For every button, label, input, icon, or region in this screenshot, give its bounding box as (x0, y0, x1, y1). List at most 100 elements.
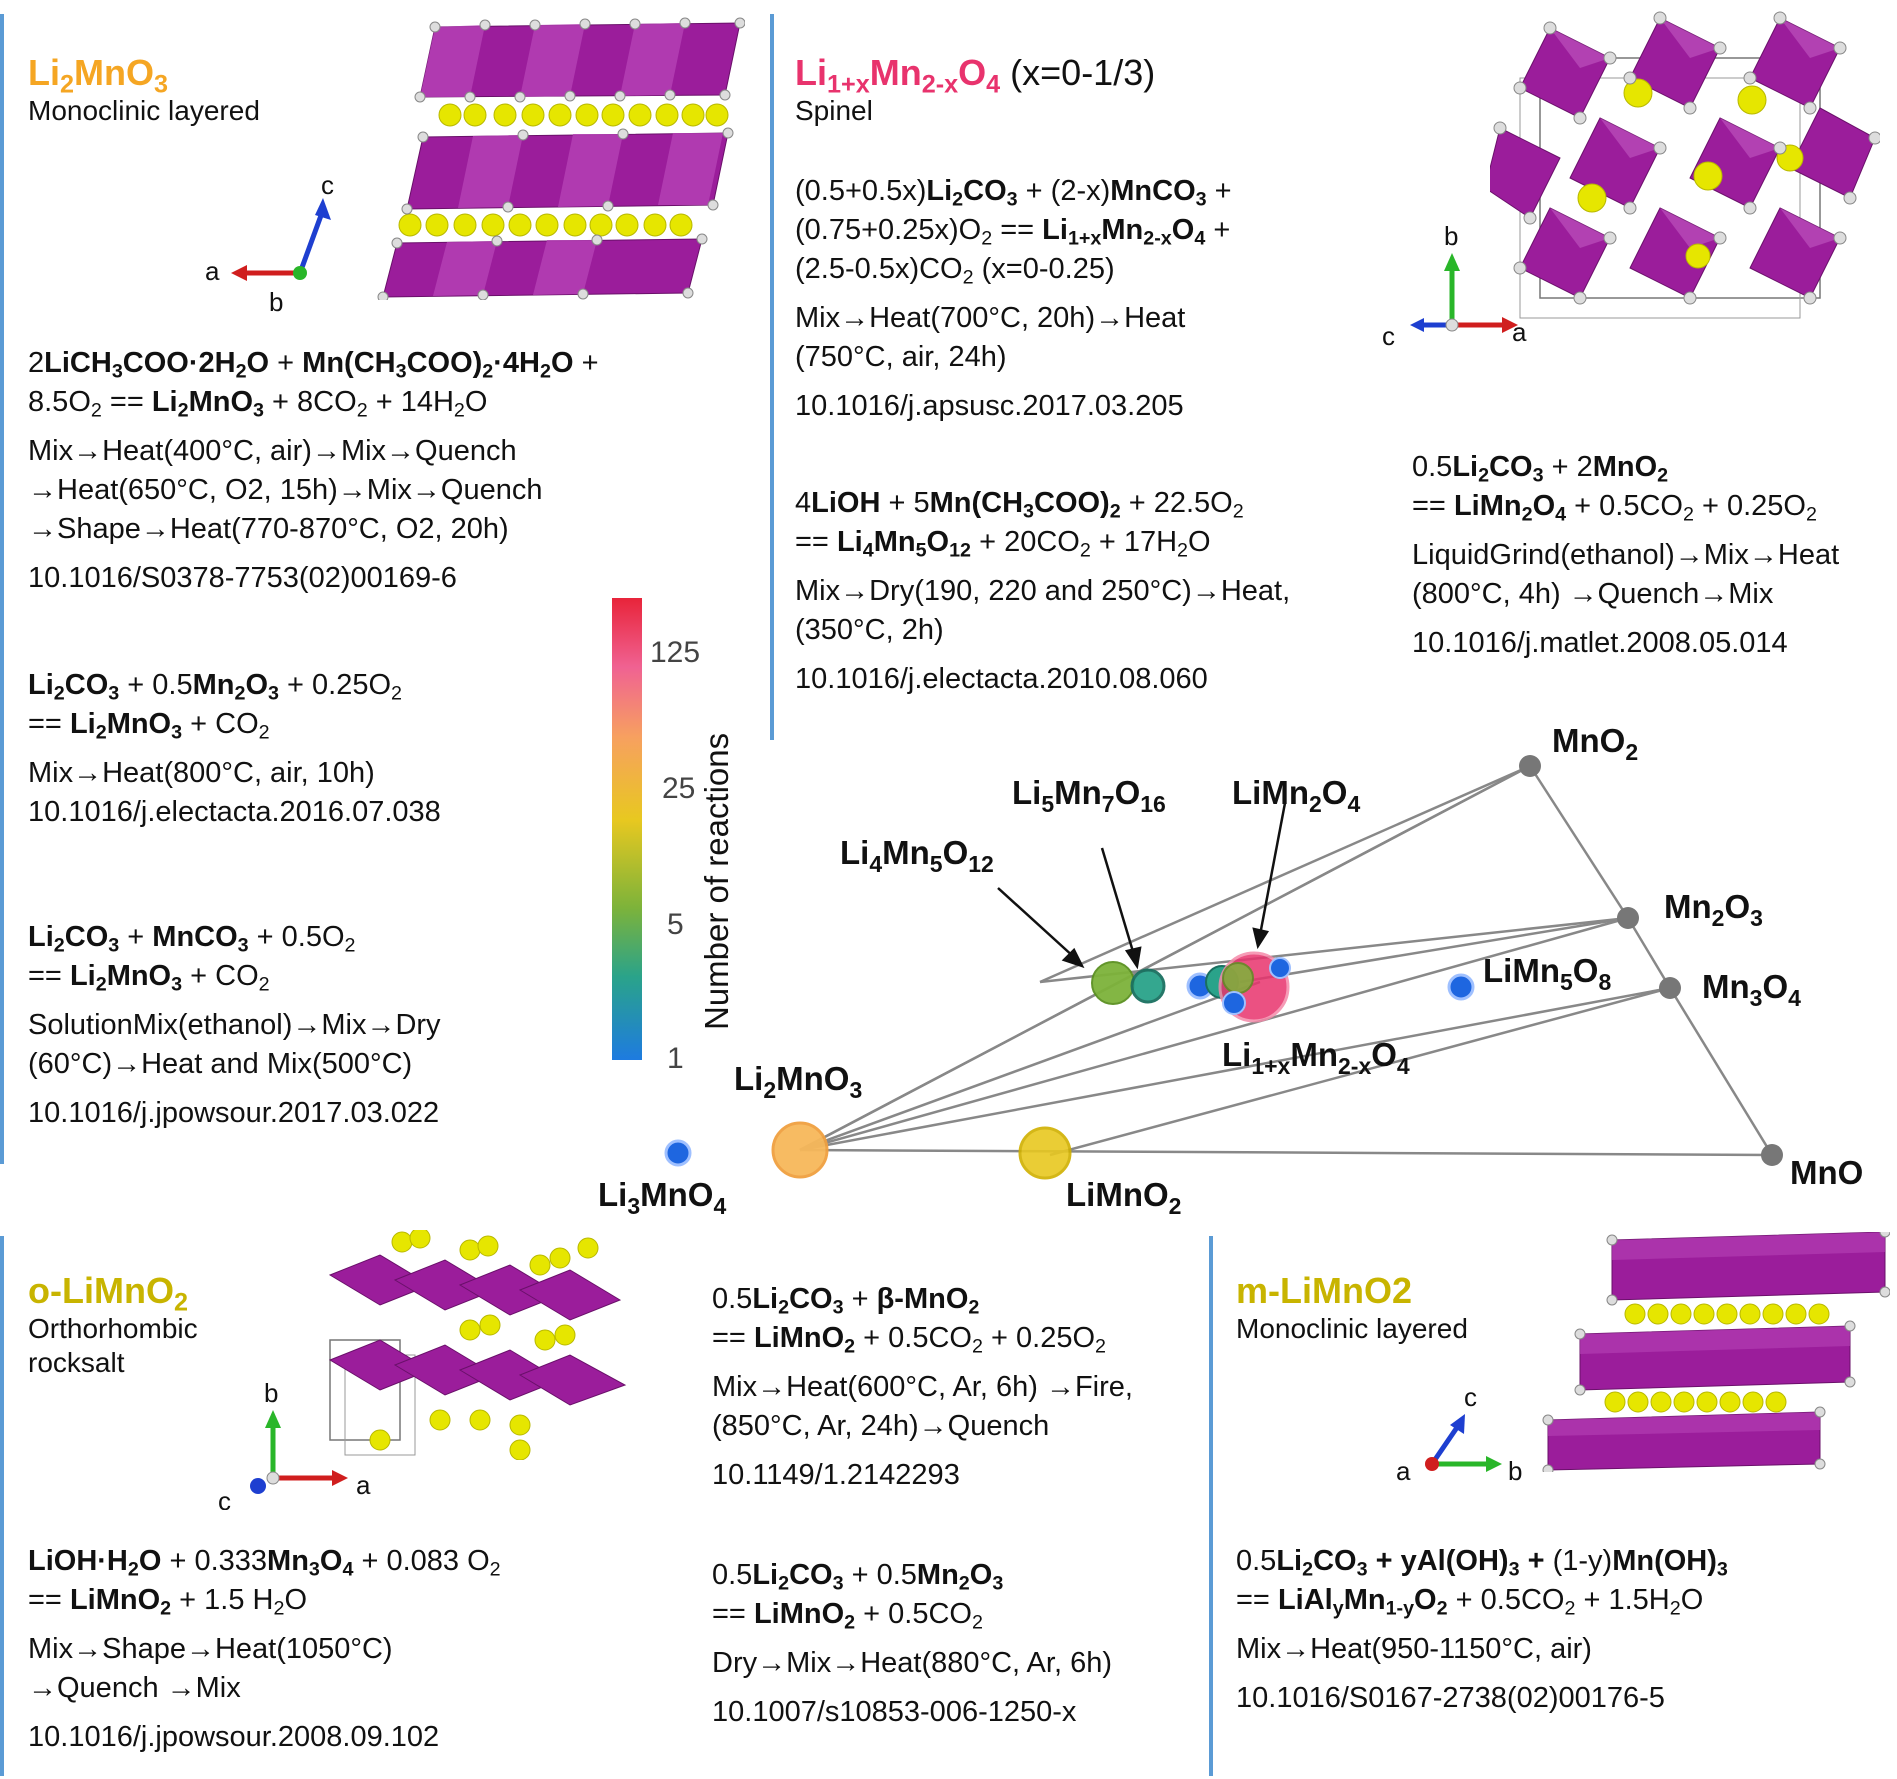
reaction-doi: 10.1007/s10853-006-1250-x (712, 1696, 1077, 1728)
mlimno2-subtitle: Monoclinic layered (1236, 1313, 1468, 1344)
li2mno3-reaction-3: Li2CO3 + MnCO3 + 0.5O2 == Li2MnO3 + CO2 … (28, 918, 441, 1133)
limn5o8-point (1447, 973, 1475, 1001)
mlimno2-axis-a-label: a (1396, 1456, 1411, 1486)
divider-right-bottom (1209, 1236, 1213, 1776)
li1xmn2xo4-label: Li1+xMn2-xO4 (1222, 1036, 1410, 1079)
reaction-procedure: Mix→Heat(950-1150°C, air) (1236, 1633, 1592, 1665)
spinel-axis-c-label: c (1382, 321, 1395, 351)
li2mno3-header: Li2MnO3 Monoclinic layered (28, 52, 260, 128)
reaction-equation-line: == LiMn2O4 + 0.5CO2 + 0.25O2 (1412, 490, 1817, 526)
reaction-equation-line: (0.75+0.25x)O2 == Li1+xMn2-xO4 + (795, 214, 1231, 250)
mn2o3-vertex (1617, 907, 1639, 929)
mno2-vertex (1519, 755, 1541, 777)
li2mno3-axis-b-label: b (269, 287, 283, 317)
reaction-equation-line: 4LiOH + 5Mn(CH3COO)2 + 22.5O2 (795, 487, 1244, 523)
reaction-doi: 10.1149/1.2142293 (712, 1459, 960, 1491)
reaction-procedure: LiquidGrind(ethanol)→Mix→Heat(800°C, 4h)… (1412, 539, 1840, 610)
reaction-equation-line: == LiAlyMn1-yO2 + 0.5CO2 + 1.5H2O (1236, 1584, 1704, 1620)
li5mn7o16-point (1130, 968, 1166, 1004)
olimno2-subtitle-2: rocksalt (28, 1347, 125, 1378)
reaction-equation-line: (2.5-0.5x)CO2 (x=0-0.25) (795, 253, 1115, 289)
mlimno2-octahedra-faces (1548, 1232, 1885, 1436)
mlimno2-header: m-LiMnO2 Monoclinic layered (1236, 1270, 1468, 1346)
reaction-equation-line: LiOH·H2O + 0.333Mn3O4 + 0.083 O2 (28, 1545, 501, 1581)
arrows (997, 802, 1287, 970)
reaction-equation-line: == LiMnO2 + 0.5CO2 + 0.25O2 (712, 1322, 1106, 1358)
li2mno3-subtitle: Monoclinic layered (28, 95, 260, 126)
spinel-cluster-point (1222, 962, 1254, 994)
colorbar-tick-label: 125 (650, 636, 701, 669)
divider-left-bottom (0, 1236, 4, 1776)
li2mno3-octahedra-layer-3 (382, 238, 703, 298)
colorbar-tick-label: 1 (667, 1042, 684, 1075)
olimno2-structure-image (328, 1230, 627, 1460)
reaction-equation-line: 0.5Li2CO3 + 2MnO2 (1412, 451, 1669, 487)
mno-label: MnO (1790, 1154, 1863, 1191)
mlimno2-title: m-LiMnO2 (1236, 1270, 1412, 1311)
reaction-doi: 10.1016/j.jpowsour.2008.09.102 (28, 1721, 440, 1753)
reaction-equation-line: Li2CO3 + MnCO3 + 0.5O2 (28, 921, 356, 957)
spinel-structure-image (1490, 11, 1880, 319)
spinel-reaction-2: 4LiOH + 5Mn(CH3COO)2 + 22.5O2 == Li4Mn5O… (795, 484, 1290, 699)
olimno2-li-atoms (369, 1230, 599, 1460)
reaction-doi: 10.1016/j.apsusc.2017.03.205 (795, 390, 1184, 422)
olimno2-octahedra (328, 1254, 627, 1406)
mlimno2-reaction-1: 0.5Li2CO3 + yAl(OH)3 + (1-y)Mn(OH)3 == L… (1236, 1542, 1728, 1718)
spinel-subtitle: Spinel (795, 95, 873, 126)
reaction-equation-line: 0.5Li2CO3 + yAl(OH)3 + (1-y)Mn(OH)3 (1236, 1545, 1728, 1581)
spinel-cluster-point (1222, 991, 1246, 1015)
colorbar-title: Number of reactions (698, 732, 735, 1030)
li2mno3-oxygen-atoms (377, 17, 745, 300)
reaction-procedure: Mix→Heat(400°C, air)→Mix→Quench→Heat(650… (28, 435, 543, 545)
li2mno3-structure-image (377, 17, 745, 300)
spinel-reaction-1: (0.5+0.5x)Li2CO3 + (2-x)MnCO3 + (0.75+0.… (795, 172, 1232, 426)
olimno2-reaction-1: LiOH·H2O + 0.333Mn3O4 + 0.083 O2 == LiMn… (28, 1542, 501, 1757)
reaction-procedure: Mix→Dry(190, 220 and 250°C)→Heat,(350°C,… (795, 575, 1291, 646)
olimno2-subtitle: Orthorhombic (28, 1313, 198, 1344)
spinel-title: Li1+xMn2-xO4 (x=0-1/3) (795, 52, 1156, 99)
spinel-cluster-point (1269, 957, 1291, 979)
spinel-li-atoms (1577, 78, 1804, 269)
li2mno3-octahedra-layer-2 (406, 132, 729, 210)
li3mno4-point (664, 1139, 692, 1167)
diagram-labels: MnO2 Mn2O3 Mn3O4 MnO LiMn5O8 Li5Mn7O16 L… (598, 722, 1863, 1219)
reaction-procedure: Dry→Mix→Heat(880°C, Ar, 6h) (712, 1647, 1112, 1679)
reaction-equation-line: == LiMnO2 + 0.5CO2 (712, 1598, 983, 1634)
spinel-axes-icon: b a c (1382, 221, 1527, 351)
limn2o4-label: LiMn2O4 (1232, 774, 1360, 817)
reaction-doi: 10.1016/j.electacta.2016.07.038 (28, 796, 441, 828)
li2mno3-point (771, 1121, 829, 1179)
olimno2-axis-c-label: c (218, 1486, 231, 1510)
tie-lines (799, 764, 1774, 1157)
mlimno2-oxygen-atoms (1542, 1232, 1890, 1472)
li3mno4-label: Li3MnO4 (598, 1176, 726, 1219)
spinel-header: Li1+xMn2-xO4 (x=0-1/3) Spinel (795, 52, 1155, 128)
reaction-equation-line: == Li2MnO3 + CO2 (28, 960, 270, 996)
li2mno3-axes-icon: c a b (205, 170, 334, 317)
li2mno3-axis-c-label: c (321, 170, 334, 200)
reaction-equation-line: 0.5Li2CO3 + 0.5Mn2O3 (712, 1559, 1004, 1595)
reaction-doi: 10.1016/j.matlet.2008.05.014 (1412, 627, 1788, 659)
spinel-octahedra-faces (1550, 18, 1840, 248)
phase-circles (664, 951, 1475, 1180)
reaction-equation-line: (0.5+0.5x)Li2CO3 + (2-x)MnCO3 + (795, 175, 1232, 211)
reaction-procedure: SolutionMix(ethanol)→Mix→Dry(60°C)→Heat … (28, 1009, 441, 1080)
li4mn5o12-point (1091, 961, 1135, 1005)
reaction-doi: 10.1016/S0378-7753(02)00169-6 (28, 562, 457, 594)
reaction-equation-line: == LiMnO2 + 1.5 H2O (28, 1584, 308, 1620)
colorbar (612, 598, 642, 1060)
mlimno2-axes-icon: c b a (1396, 1382, 1522, 1486)
spinel-reaction-3: 0.5Li2CO3 + 2MnO2 == LiMn2O4 + 0.5CO2 + … (1412, 448, 1839, 663)
reaction-procedure: Mix→Heat(700°C, 20h)→Heat(750°C, air, 24… (795, 302, 1186, 373)
reaction-procedure: Mix→Heat(600°C, Ar, 6h) →Fire,(850°C, Ar… (712, 1371, 1133, 1442)
li2mno3-diagram-label: Li2MnO3 (734, 1060, 862, 1103)
li2mno3-reaction-1: 2LiCH3COO·2H2O + Mn(CH3COO)2·4H2O + 8.5O… (28, 344, 599, 598)
olimno2-axis-a-label: a (356, 1470, 371, 1500)
li2mno3-reaction-2: Li2CO3 + 0.5Mn2O3 + 0.25O2 == Li2MnO3 + … (28, 666, 441, 832)
mlimno2-axis-c-label: c (1464, 1382, 1477, 1412)
mno2-label: MnO2 (1552, 722, 1638, 765)
limn5o8-label: LiMn5O8 (1483, 952, 1611, 995)
li2mno3-li-layer-1 (438, 103, 729, 127)
spinel-cluster-point (1186, 972, 1214, 1000)
